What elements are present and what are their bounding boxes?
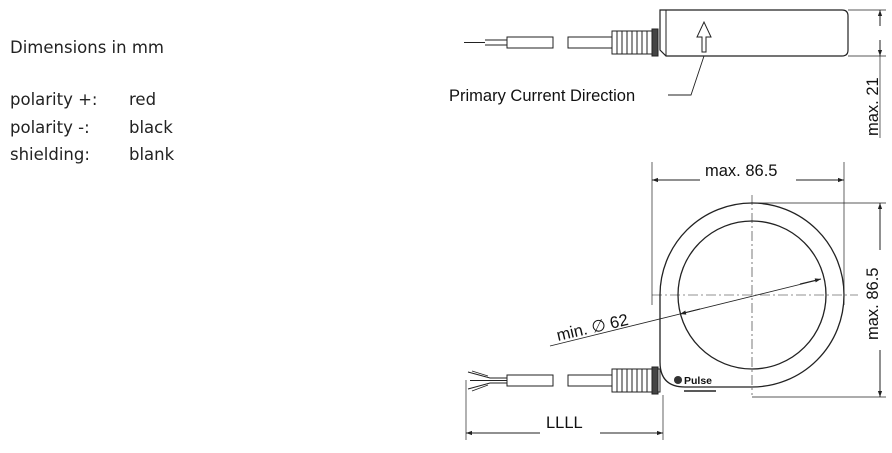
legend-value: blank (129, 145, 175, 164)
side-body (659, 9, 849, 57)
pulse-logo-icon (674, 376, 682, 384)
cable-length-label: LLLL (546, 414, 583, 432)
legend-key: shielding: (10, 145, 90, 164)
top-view (465, 162, 886, 440)
top-width-dim-label: max. 86.5 (705, 162, 777, 180)
side-height-dim-label: max. 21 (864, 77, 882, 136)
legend-key: polarity +: (10, 90, 98, 109)
top-height-dim-label: max. 86.5 (864, 268, 882, 340)
legend-title: Dimensions in mm (10, 38, 164, 57)
current-direction-arrow (696, 20, 712, 53)
legend-row-polarity-plus: polarity +: red (10, 86, 174, 114)
cable-wires (467, 371, 507, 390)
legend: Dimensions in mm polarity +: red polarit… (10, 38, 174, 169)
legend-row-polarity-minus: polarity -: black (10, 114, 174, 142)
top-cable (567, 374, 613, 387)
side-cable-end (506, 36, 554, 49)
ring-body (659, 202, 845, 388)
side-view (464, 9, 886, 138)
legend-row-shielding: shielding: blank (10, 141, 174, 169)
inner-diameter-label: min. ∅ 62 (555, 311, 630, 345)
side-cable (567, 36, 613, 49)
legend-key: polarity -: (10, 117, 90, 137)
legend-value: black (129, 117, 173, 137)
side-connector (611, 30, 659, 55)
brand-label: Pulse (684, 375, 712, 387)
top-cable-end (506, 374, 554, 387)
legend-value: red (129, 90, 157, 109)
primary-current-direction-label: Primary Current Direction (449, 87, 635, 105)
